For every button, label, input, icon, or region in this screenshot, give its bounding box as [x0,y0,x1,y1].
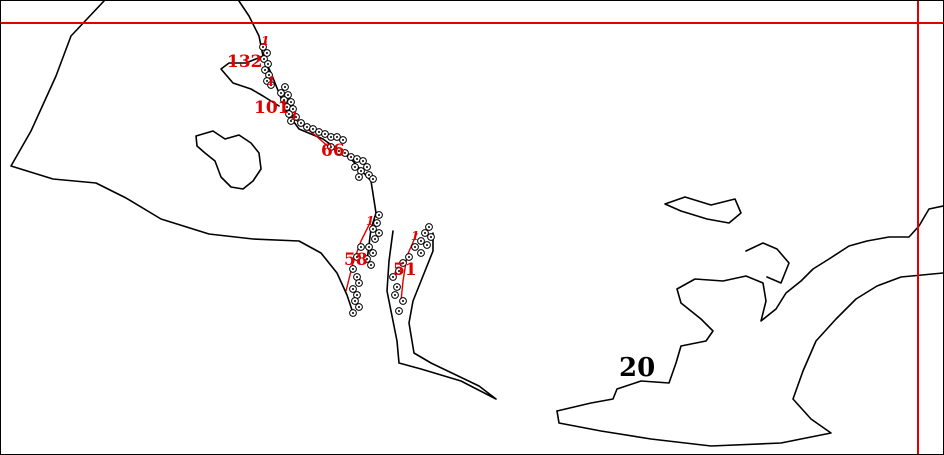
station-marker [399,259,407,267]
station-marker [359,157,367,165]
island-west [195,130,262,190]
coastline-small-headland [220,55,280,107]
track-51-line [400,232,418,302]
track-132-start-label: 1 [261,34,269,48]
zone-label: 20 [619,353,655,383]
station-marker [333,133,341,141]
station-marker [417,237,425,245]
station-marker [357,243,365,251]
station-marker [355,173,363,181]
station-marker [280,96,288,104]
station-marker [281,83,289,91]
station-marker [375,229,383,237]
station-marker [371,235,379,243]
station-marker [349,309,357,317]
station-marker [287,98,295,106]
station-marker [265,71,273,79]
station-marker [369,175,377,183]
station-marker [297,119,305,127]
track-58-start-label: 1 [366,214,374,228]
station-marker [285,110,293,118]
station-marker [393,283,401,291]
station-marker [353,155,361,163]
station-marker [427,233,435,241]
station-marker [417,249,425,257]
station-marker [421,229,429,237]
track-101-start-label: 1 [267,74,275,88]
station-markers [259,43,435,317]
station-marker [363,255,371,263]
station-marker [365,243,373,251]
station-marker [341,149,349,157]
island-east-small [664,196,742,224]
station-marker [405,253,413,261]
station-marker [399,297,407,305]
station-marker [369,225,377,233]
station-marker [353,253,361,261]
track-51-start-label: 1 [411,229,419,243]
station-marker [259,43,267,51]
station-marker [351,163,359,171]
station-marker [321,130,329,138]
coastline-east-inner [745,242,790,284]
station-marker [369,249,377,257]
coastline-east-mainland [556,205,943,412]
station-marker [309,125,317,133]
track-101-label: 101 [254,98,290,118]
coastline-west-peninsula [10,1,354,314]
station-marker [355,279,363,287]
station-marker [391,291,399,299]
station-marker [373,219,381,227]
track-labels: 1 132 1 101 1 66 1 58 1 51 [227,34,419,280]
station-marker [284,91,292,99]
station-marker [357,167,365,175]
station-marker [395,267,403,275]
station-marker [355,303,363,311]
station-marker [292,113,300,121]
track-51-label: 51 [393,260,417,280]
station-marker [339,136,347,144]
station-marker [260,55,268,63]
station-marker [351,297,359,305]
station-marker [327,143,335,151]
track-58-label: 58 [344,250,368,270]
coastline-east-spit [386,230,497,400]
station-marker [353,291,361,299]
station-marker [349,285,357,293]
track-58-line [345,220,372,292]
coastlines [10,1,943,447]
station-marker [261,66,269,74]
station-marker [289,105,297,113]
station-marker [264,60,272,68]
station-marker [423,241,431,249]
station-marker [395,307,403,315]
station-marker [349,265,357,273]
track-132-label: 132 [227,52,263,72]
station-marker [287,117,295,125]
station-marker [267,81,275,89]
coastline-central-inlet [238,1,377,262]
track-66-label: 66 [321,141,345,161]
station-marker [347,153,355,161]
station-marker [425,223,433,231]
station-marker [411,243,419,251]
station-marker [367,261,375,269]
station-marker [375,211,383,219]
station-marker [335,147,343,155]
station-marker [363,163,371,171]
station-marker [263,49,271,57]
track-66-start-label: 1 [290,109,298,123]
coastline-south-east [556,272,943,447]
station-marker [277,89,285,97]
station-marker [389,273,397,281]
